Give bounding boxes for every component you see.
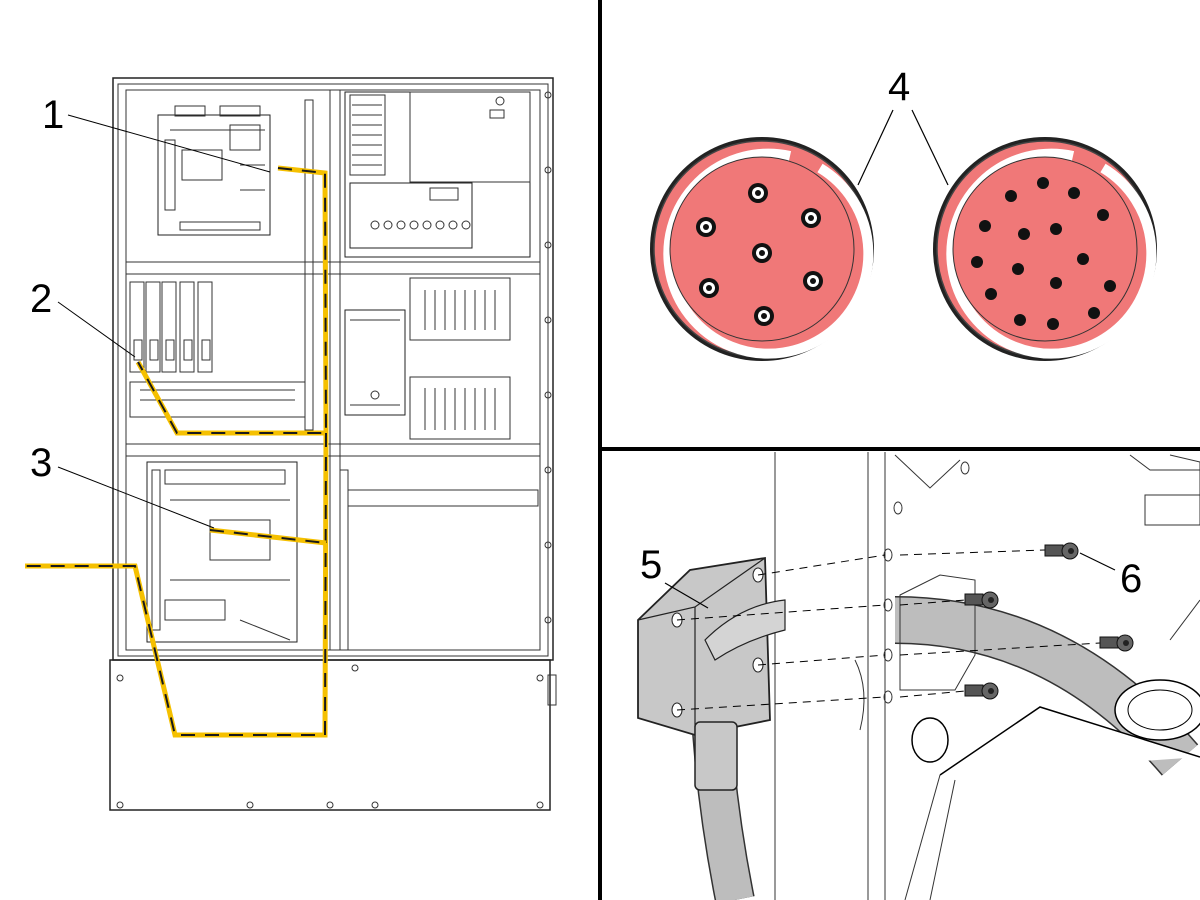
connector-right-pin: [1047, 318, 1059, 330]
connector-left-pin: [696, 217, 716, 237]
connector-right-pin: [1012, 263, 1024, 275]
connector-right-pin: [979, 220, 991, 232]
mounting-drawing: [637, 452, 1200, 900]
callout-5: 5: [640, 543, 662, 587]
connector-right-pins: [971, 177, 1116, 330]
callout-1: 1: [42, 93, 64, 137]
cabinet-drawing: [109, 77, 557, 811]
connector-right-pin: [1050, 277, 1062, 289]
connector-right-pin: [1068, 187, 1080, 199]
connector-left-pin: [754, 306, 774, 326]
connector-left-pin: [699, 278, 719, 298]
connector-right-pin: [1097, 209, 1109, 221]
connector-right: [933, 137, 1157, 361]
connector-right-pin: [1037, 177, 1049, 189]
callout-2: 2: [30, 277, 52, 321]
connector-right-pin: [1104, 280, 1116, 292]
connector-left-pin: [748, 183, 768, 203]
panel-dividers: [598, 0, 1200, 900]
connector-left-pin: [803, 271, 823, 291]
leader-lines-4: [857, 109, 949, 186]
connector-right-pin: [1005, 190, 1017, 202]
connector-left-pin: [801, 208, 821, 228]
leader-lines-left: [57, 114, 271, 529]
connector-right-pin: [1077, 253, 1089, 265]
connector-left-pin: [752, 243, 772, 263]
connector-right-pin: [1014, 314, 1026, 326]
connector-left-pins: [696, 183, 823, 326]
cable-route: [25, 165, 329, 738]
connector-right-pin: [1050, 223, 1062, 235]
screws: [964, 542, 1134, 700]
connector-right-pin: [1018, 228, 1030, 240]
callout-6: 6: [1120, 557, 1142, 601]
callout-3: 3: [30, 441, 52, 485]
connector-right-pin: [985, 288, 997, 300]
callout-4: 4: [888, 65, 910, 109]
connector-right-pin: [971, 256, 983, 268]
connector-right-pin: [1088, 307, 1100, 319]
